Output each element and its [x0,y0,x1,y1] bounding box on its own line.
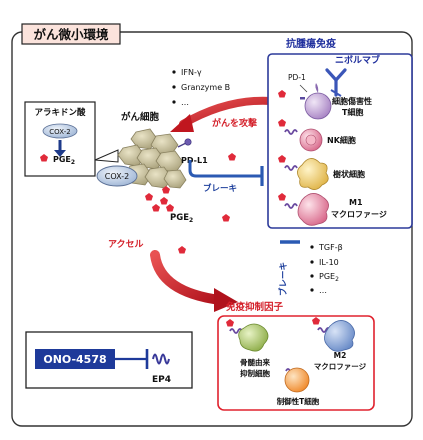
pge2-marker-icon [278,119,286,127]
inset-title: アラキドン酸 [34,107,86,118]
cytotoxic-t-cell-icon [304,92,332,120]
suppressor-brake-arrow: ブレーキ [278,240,300,312]
cancer-cell-cluster: がん細胞 PD-L1 COX-2 PGE2 [96,111,208,224]
immunosuppressor-box: 免疫抑制因子 骨髄由来 抑制細胞 M2 マクロファージ 制御性T細胞 [217,301,375,411]
floating-pge2-markers [178,153,236,254]
anti-tumor-immunity-box: 抗腫瘍免疫 ニボルマブ PD-1 細胞傷害性 T細胞 NK細胞 樹状細胞 [267,37,413,229]
immune-cell-label: 樹状細胞 [333,169,365,179]
cancer-cox2-ellipse [96,165,138,187]
brake2-label: ブレーキ [278,262,289,296]
brake-inhibition-line: ブレーキ [188,160,264,194]
brake-label: ブレーキ [203,183,237,194]
pge2-marker-icon [278,155,286,163]
pge2-release-markers [145,186,174,212]
suppressor-title: 免疫抑制因子 [226,301,284,313]
cytokine-list: IFN-γ Granzyme B … [172,68,230,107]
nivolumab-label: ニボルマブ [335,54,380,66]
inset-callout-wedge [94,149,119,163]
pge2-marker-icon [312,317,320,325]
immunity-title: 抗腫瘍免疫 [286,37,336,50]
pge2-marker-icon [40,154,48,162]
diagram-title: がん微小環境 [33,27,109,42]
ono-4578-label: ONO-4578 [43,353,106,366]
suppressor-cell-label: マクロファージ [314,361,367,371]
immune-cell-label: M1 [349,198,363,207]
pd1-receptor-icon [300,97,305,100]
cytokine-item: IFN-γ [181,68,202,77]
ep4-receptor-icon [152,353,170,365]
accel-label: アクセル [108,239,144,250]
pge2-marker-icon [226,319,234,327]
attack-label: がんを攻撃 [212,117,257,129]
factor-item: TGF-β [318,243,343,252]
m1-macrophage-icon [297,193,329,226]
ep4-label: EP4 [152,375,171,385]
attack-arrow: がんを攻撃 [170,96,276,132]
pd1-label: PD-1 [288,73,306,82]
immune-cell-label: T細胞 [342,107,363,117]
inset-pge2-label: PGE2 [53,155,75,166]
factor-item: … [319,286,327,295]
cytokine-item: Granzyme B [181,83,230,92]
cancer-pge2-label: PGE2 [170,213,193,224]
pge2-marker-icon [278,90,286,98]
immune-cell-label: マクロファージ [331,209,387,219]
factor-item: IL-10 [319,258,339,267]
inset-cox2-ellipse [42,123,78,139]
treg-icon [284,367,310,393]
suppressor-cell-label: M2 [334,351,347,360]
cytokine-item: … [181,98,189,107]
suppressor-cell-label: 抑制細胞 [240,368,270,378]
immune-cell-label: NK細胞 [327,135,356,145]
pd-l1-receptor-icon [184,138,192,146]
suppressor-cell-label: 骨髄由来 [240,357,270,367]
dendritic-cell-icon [297,158,329,190]
mdsc-icon [238,323,269,352]
title-tab: がん微小環境 [21,23,121,45]
accel-arrow: アクセル [108,239,238,312]
factor-item: PGE2 [319,272,339,283]
ono-4578-drug-box [35,349,115,369]
cancer-cox2-label: COX-2 [105,172,129,181]
ono-4578-box: ONO-4578 EP4 [25,331,193,389]
suppressor-cell-label: 制御性T細胞 [277,396,320,406]
immune-cell-label: 細胞傷害性 [332,96,372,106]
m2-macrophage-icon [324,320,355,352]
pd-l1-label: PD-L1 [181,156,208,165]
arachidonic-acid-inset: アラキドン酸 COX-2 PGE2 [24,101,96,177]
cancer-cell-label: がん細胞 [121,111,160,123]
suppressor-factor-list: TGF-β IL-10 PGE2 … [310,243,343,295]
pge2-marker-icon [278,193,286,201]
inset-cox2-label: COX-2 [49,128,70,136]
